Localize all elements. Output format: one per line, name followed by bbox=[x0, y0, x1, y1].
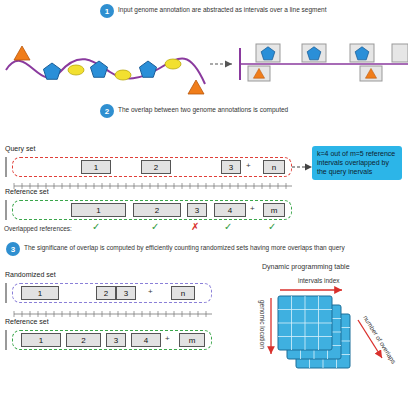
interval-box: 1 bbox=[21, 333, 61, 347]
result-text: k=4 out of m=5 reference intervals overl… bbox=[317, 150, 395, 175]
interval-box: 3 bbox=[106, 333, 126, 347]
interval-box: n bbox=[171, 286, 195, 300]
ellipsis-plus: + bbox=[148, 287, 153, 297]
step-number-text: 2 bbox=[105, 107, 109, 116]
step-number: 2 bbox=[100, 104, 114, 118]
interval-label: m bbox=[189, 336, 196, 345]
dp-table bbox=[278, 296, 350, 368]
interval-label: n bbox=[181, 289, 185, 298]
interval-box: 2 bbox=[141, 160, 171, 174]
interval-box: 4 bbox=[131, 333, 161, 347]
step-description: The overlap between two genome annotatio… bbox=[118, 106, 288, 114]
interval-label: 3 bbox=[114, 336, 118, 345]
interval-label: 2 bbox=[155, 206, 159, 215]
axis-label: genomic location bbox=[258, 300, 266, 349]
result-callout: k=4 out of m=5 reference intervals overl… bbox=[312, 146, 402, 180]
axis-arrow bbox=[280, 289, 342, 290]
step-number-text: 3 bbox=[11, 245, 15, 254]
interval-box: 2 bbox=[133, 203, 181, 217]
set-name: Query set bbox=[5, 145, 35, 152]
step-number: 1 bbox=[100, 4, 114, 18]
interval-label: 4 bbox=[144, 336, 148, 345]
interval-label: 1 bbox=[94, 163, 98, 172]
check-mark: ✓ bbox=[268, 221, 276, 233]
result-arrow bbox=[292, 166, 312, 167]
interval-label: 2 bbox=[154, 163, 158, 172]
ellipsis-plus: + bbox=[165, 334, 170, 344]
interval-label: 3 bbox=[229, 163, 233, 172]
interval-label: 2 bbox=[104, 289, 108, 298]
axis-label: number of overlaps bbox=[361, 314, 397, 365]
abstraction-arrow bbox=[210, 63, 232, 64]
interval-label: 4 bbox=[228, 206, 232, 215]
genome-ruler bbox=[6, 157, 292, 350]
interval-box: 1 bbox=[21, 286, 59, 300]
table-title: Dynamic programming table bbox=[262, 263, 350, 271]
annotation-molecule bbox=[6, 46, 205, 94]
interval-label: n bbox=[272, 163, 276, 172]
interval-label: 3 bbox=[195, 206, 199, 215]
interval-line bbox=[240, 44, 408, 81]
interval-box: 1 bbox=[71, 203, 126, 217]
interval-label: 1 bbox=[38, 289, 42, 298]
step-description: The significane of overlap is computed b… bbox=[24, 244, 402, 252]
step-description: Input genome annotation are abstracted a… bbox=[118, 6, 327, 14]
interval-box: 2 bbox=[66, 333, 101, 347]
interval-set: Reference set1234m bbox=[12, 330, 212, 350]
interval-box: 3 bbox=[187, 203, 207, 217]
interval-label: 1 bbox=[96, 206, 100, 215]
interval-box: m bbox=[179, 333, 205, 347]
interval-box: 1 bbox=[81, 160, 111, 174]
axis-arrow bbox=[270, 298, 271, 354]
set-name: Reference set bbox=[5, 318, 49, 325]
ellipsis-plus: + bbox=[246, 161, 251, 171]
interval-label: 2 bbox=[81, 336, 85, 345]
interval-label: m bbox=[271, 206, 278, 215]
interval-box: n bbox=[263, 160, 285, 174]
step-number-text: 1 bbox=[105, 7, 109, 16]
interval-box: 3 bbox=[116, 286, 136, 300]
axis-label: intervals index bbox=[298, 277, 340, 285]
set-name: Reference set bbox=[5, 188, 49, 195]
ellipsis-plus: + bbox=[250, 204, 255, 214]
row-caption: Overlapped references: bbox=[4, 225, 72, 233]
check-mark: ✓ bbox=[92, 221, 100, 233]
interval-box: 4 bbox=[214, 203, 246, 217]
interval-box: 2 bbox=[96, 286, 116, 300]
interval-box: m bbox=[263, 203, 285, 217]
step-number: 3 bbox=[6, 242, 20, 256]
interval-box: 3 bbox=[221, 160, 241, 174]
set-name: Randomized set bbox=[5, 271, 56, 278]
interval-label: 3 bbox=[124, 289, 128, 298]
interval-label: 1 bbox=[39, 336, 43, 345]
cross-mark: ✗ bbox=[191, 221, 199, 233]
interval-set: Randomized set123n bbox=[12, 283, 212, 303]
check-mark: ✓ bbox=[224, 221, 232, 233]
check-mark: ✓ bbox=[151, 221, 159, 233]
